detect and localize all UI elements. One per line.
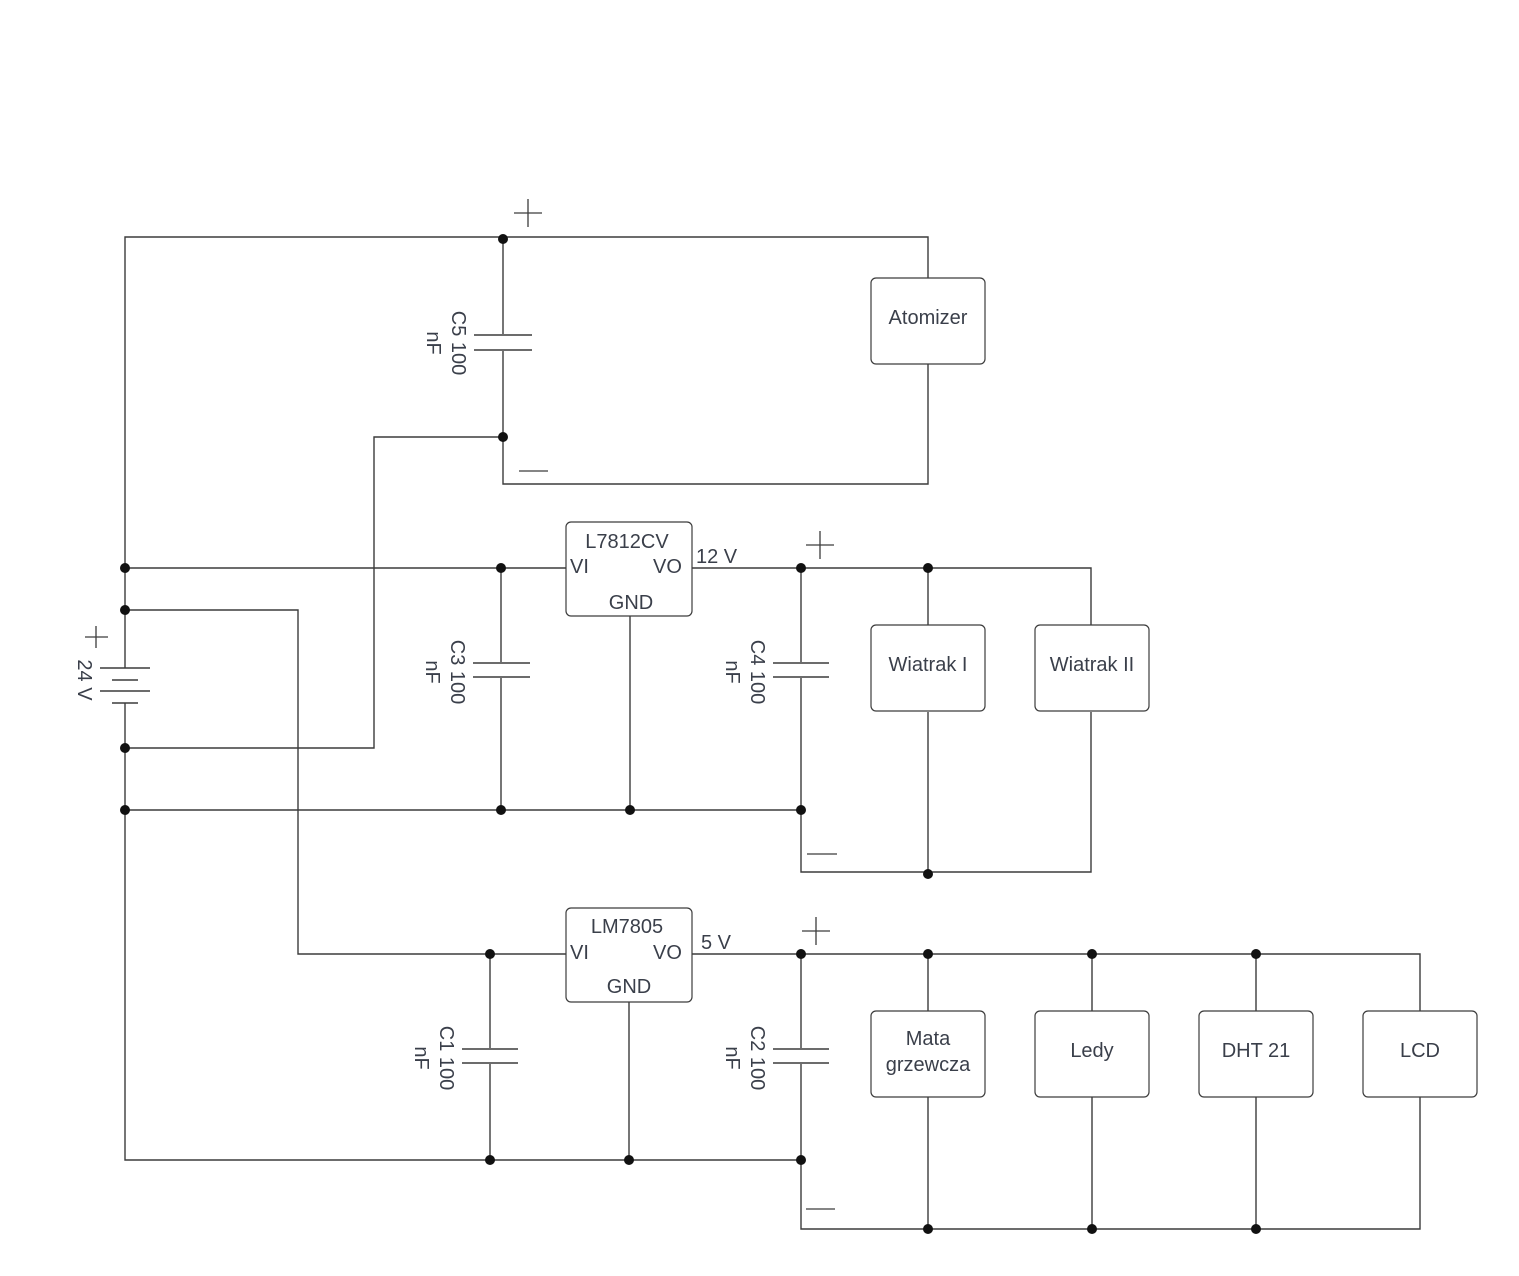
junction [120, 805, 130, 815]
r12-gnd: GND [609, 592, 653, 614]
load-dht21: DHT 21 [1198, 1010, 1314, 1098]
battery-24v: 24 V [73, 659, 150, 704]
wire-c4-bottom [800, 678, 1092, 873]
r5-vi: VI [570, 942, 589, 964]
wire-ground-5 [124, 748, 801, 1161]
junction [1087, 1224, 1097, 1234]
r12-output-voltage: 12 V [696, 546, 738, 568]
capacitor-c5: C5 100 nF [422, 311, 532, 376]
wire-vo-12 [692, 567, 1092, 625]
r12-vi: VI [570, 556, 589, 578]
r12-name: L7812CV [585, 531, 669, 553]
c4-label-top: C4 100 [746, 640, 768, 705]
junction [1251, 1224, 1261, 1234]
load-lcd: LCD [1362, 1010, 1478, 1098]
load-ledy: Ledy [1034, 1010, 1150, 1098]
ledy-label: Ledy [1070, 1040, 1113, 1062]
wiatrak2-label: Wiatrak II [1050, 654, 1134, 676]
junction [796, 563, 806, 573]
plus-sign-top [514, 199, 542, 227]
wire-vo-5 [692, 953, 1421, 1011]
wires [124, 236, 1421, 1230]
load-wiatrak-1: Wiatrak I [870, 624, 986, 712]
capacitor-c1: C1 100 nF [410, 1026, 518, 1091]
c5-label-bottom: nF [422, 331, 444, 354]
c2-label-top: C2 100 [746, 1026, 768, 1091]
capacitor-c3: C3 100 nF [421, 640, 530, 705]
capacitor-c2: C2 100 nF [721, 1026, 829, 1091]
c3-label-bottom: nF [421, 660, 443, 683]
dht-label: DHT 21 [1222, 1040, 1291, 1062]
load-mata-grzewcza: Mata grzewcza [870, 1010, 986, 1098]
junction [923, 949, 933, 959]
plus-sign-battery [85, 626, 108, 648]
mata-label-line2: grzewcza [886, 1054, 971, 1076]
c2-label-bottom: nF [721, 1046, 743, 1069]
c5-label-top: C5 100 [447, 311, 469, 376]
capacitor-c4: C4 100 nF [721, 640, 829, 705]
c3-label-top: C3 100 [446, 640, 468, 705]
junction [120, 743, 130, 753]
junction [485, 949, 495, 959]
c4-label-bottom: nF [721, 660, 743, 683]
junctions [120, 234, 1261, 1234]
r5-name: LM7805 [591, 916, 663, 938]
wire-top-rail [124, 236, 929, 568]
c1-label-bottom: nF [410, 1046, 432, 1069]
plus-sign-5v [802, 917, 830, 945]
junction [796, 805, 806, 815]
junction [796, 949, 806, 959]
lcd-label: LCD [1400, 1040, 1440, 1062]
junction [498, 234, 508, 244]
r12-vo: VO [653, 556, 682, 578]
mata-label-line1: Mata [906, 1028, 951, 1050]
junction [498, 432, 508, 442]
junction [624, 1155, 634, 1165]
wire-atomizer-return [502, 364, 929, 485]
r5-vo: VO [653, 942, 682, 964]
battery-label: 24 V [73, 659, 95, 701]
polarity-signs [85, 199, 837, 1210]
r5-output-voltage: 5 V [701, 932, 732, 954]
wire-vi-5 [125, 609, 566, 955]
wire-c2-bottom [800, 1064, 1421, 1230]
junction [120, 605, 130, 615]
junction [1087, 949, 1097, 959]
junction [923, 869, 933, 879]
load-wiatrak-2: Wiatrak II [1034, 624, 1150, 712]
load-atomizer: Atomizer [870, 277, 986, 365]
junction [120, 563, 130, 573]
junction [796, 1155, 806, 1165]
regulator-l7812cv: L7812CV VI VO GND 12 V [565, 521, 738, 617]
wire-negative-return [125, 436, 503, 749]
junction [923, 1224, 933, 1234]
junction [485, 1155, 495, 1165]
c1-label-top: C1 100 [435, 1026, 457, 1091]
junction [1251, 949, 1261, 959]
junction [496, 805, 506, 815]
atomizer-label: Atomizer [889, 307, 968, 329]
junction [625, 805, 635, 815]
wiatrak1-label: Wiatrak I [889, 654, 968, 676]
junction [923, 563, 933, 573]
regulator-lm7805: LM7805 VI VO GND 5 V [565, 907, 732, 1003]
junction [496, 563, 506, 573]
plus-sign-12v [806, 531, 834, 559]
r5-gnd: GND [607, 976, 651, 998]
